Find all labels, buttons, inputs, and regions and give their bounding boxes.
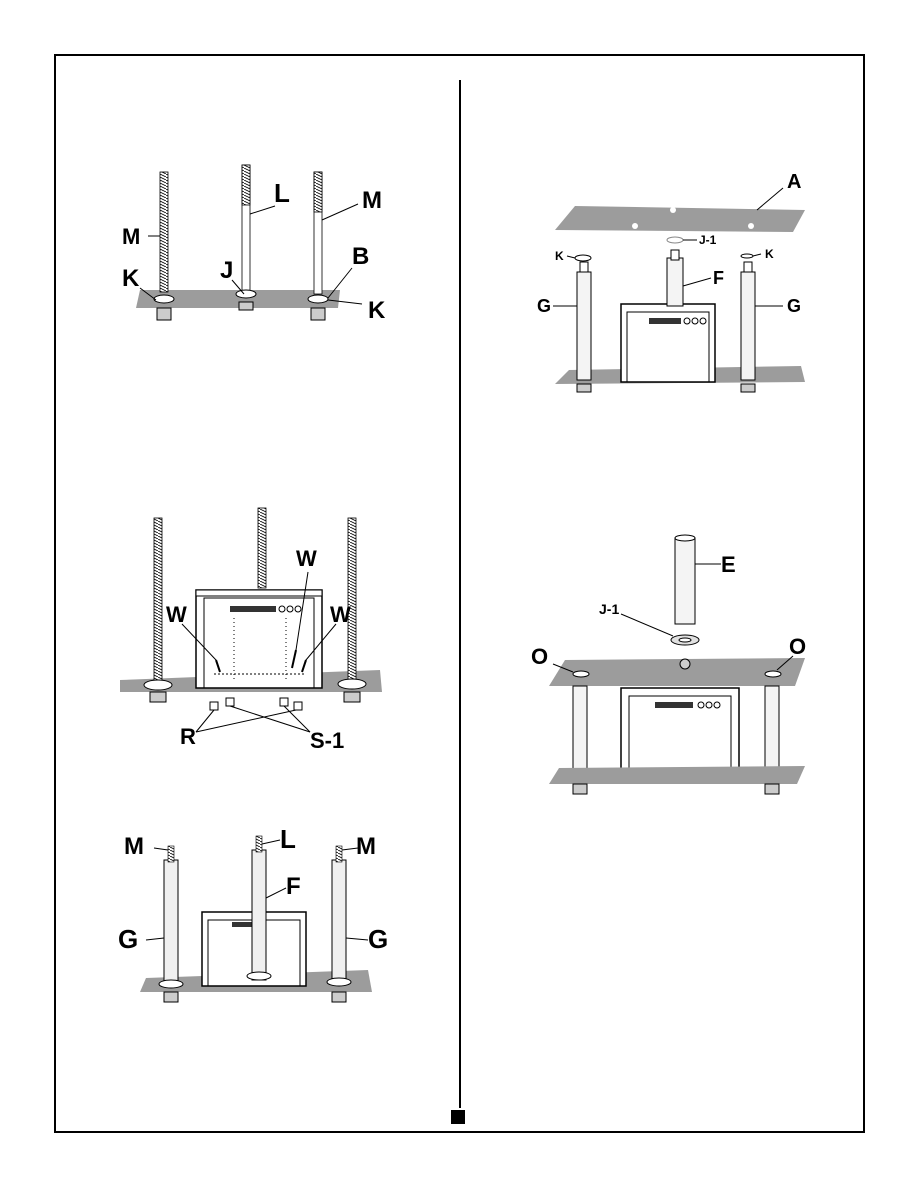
fig1-label-m-left: M: [122, 224, 140, 249]
fig1-label-b: B: [352, 243, 369, 270]
fig2-label-w-left: W: [166, 602, 187, 627]
fig4-label-a: A: [787, 171, 801, 193]
fig2-label-w-top: W: [296, 546, 317, 571]
fig4-label-j1: J-1: [699, 233, 717, 247]
figure-3-poles-and-sleeves: M L M F G G: [118, 824, 388, 1003]
fig3-label-f: F: [286, 873, 301, 900]
fig4-label-f: F: [713, 268, 724, 288]
figure-5-top-pole-installation: E J-1 O O: [531, 534, 806, 795]
fig1-label-k-left: K: [122, 265, 140, 292]
fig1-label-l: L: [274, 178, 290, 208]
fig5-label-o-left: O: [531, 644, 548, 669]
fig5-label-e: E: [721, 552, 736, 577]
column-divider: [459, 80, 461, 1108]
fig3-label-g-right: G: [368, 924, 388, 954]
fig1-label-m-right: M: [362, 187, 382, 214]
fig3-label-l: L: [280, 824, 296, 854]
fig2-label-s1: S-1: [310, 728, 344, 753]
figure-2-component-fastening: W W W R S-1: [120, 507, 382, 753]
page-border: [54, 54, 865, 1133]
bottom-glass-shelf: [136, 290, 340, 308]
fig3-label-g-left: G: [118, 924, 138, 954]
fig5-label-j1: J-1: [599, 601, 619, 617]
top-glass-shelf: [549, 658, 805, 686]
fig2-label-r: R: [180, 724, 196, 749]
figure-1-poles-on-base: M L M B K J K: [122, 164, 386, 324]
fig4-label-g-right: G: [787, 296, 801, 316]
fig4-label-k-right: K: [765, 247, 774, 261]
middle-glass-shelf: [549, 766, 805, 784]
fig3-label-m-right: M: [356, 833, 376, 860]
page-marker: [451, 1110, 465, 1124]
fig4-label-g-left: G: [537, 296, 551, 316]
top-glass-shelf: [555, 206, 805, 232]
figure-4-top-shelf-assembly: A J-1 K K F G G: [537, 171, 805, 393]
fig5-label-o-right: O: [789, 634, 806, 659]
fig1-label-j: J: [220, 257, 233, 284]
fig4-label-k-left: K: [555, 249, 564, 263]
fig1-label-k-right: K: [368, 297, 386, 324]
fig2-label-w-right: W: [330, 602, 351, 627]
fig3-label-m-left: M: [124, 833, 144, 860]
